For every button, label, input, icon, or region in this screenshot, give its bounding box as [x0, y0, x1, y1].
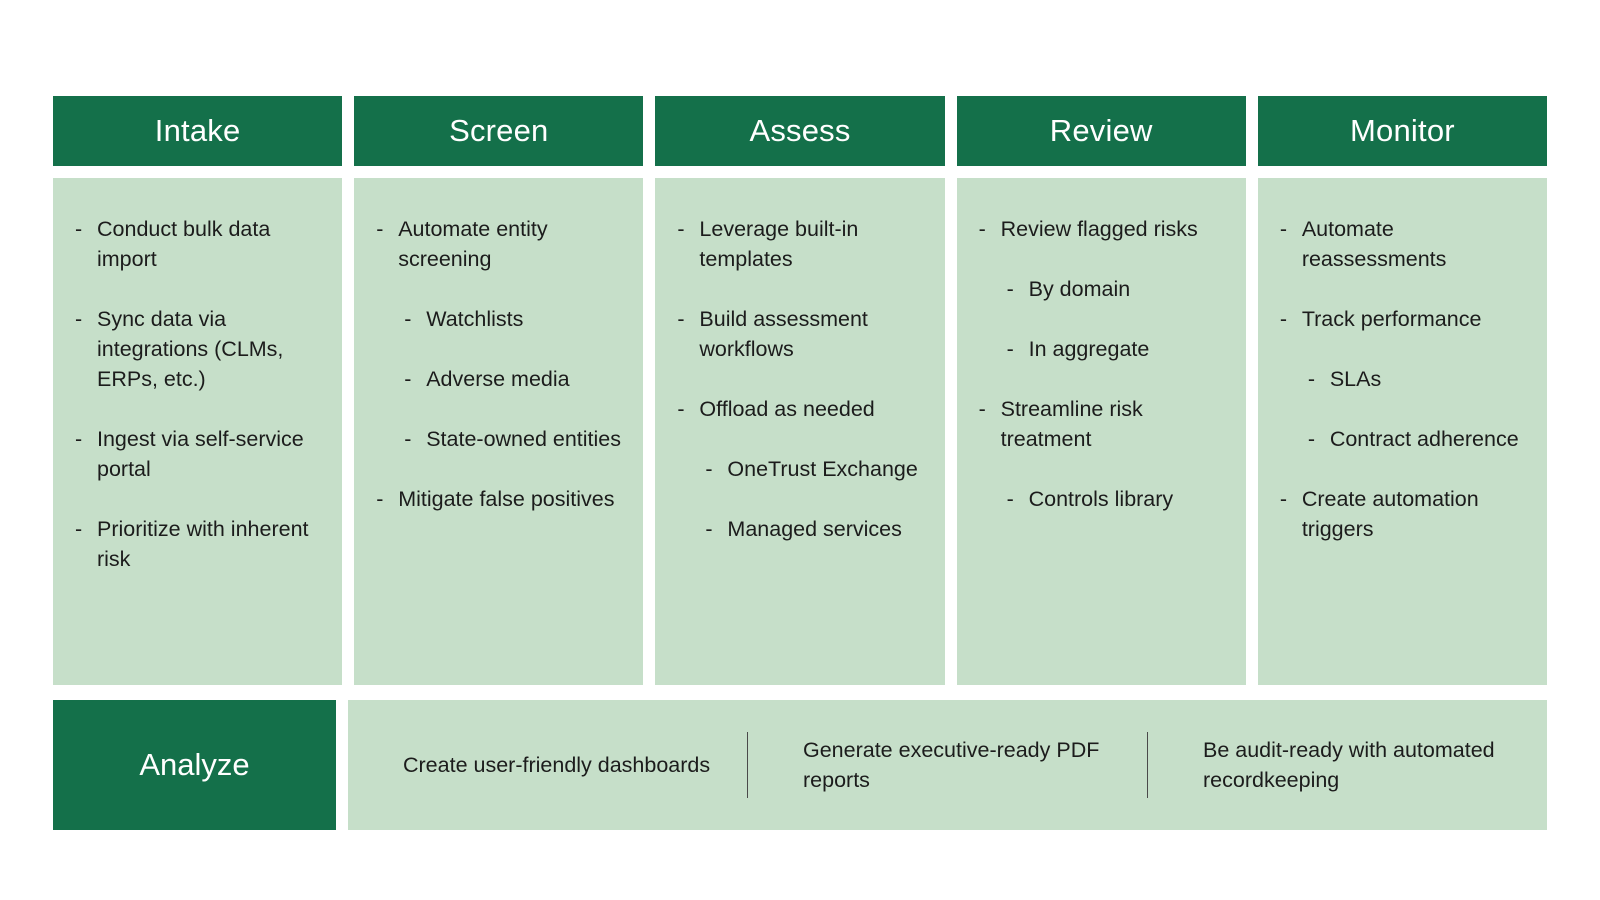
- sub-bullet-item: Controls library: [1001, 484, 1230, 514]
- bullet-text: Sync data via integrations (CLMs, ERPs, …: [97, 307, 284, 391]
- bullet-item: Leverage built-in templates: [671, 214, 928, 274]
- sub-bullet-text: Controls library: [1028, 487, 1174, 511]
- bullet-item: Automate entity screeningWatchlistsAdver…: [370, 214, 627, 454]
- sub-bullet-item: OneTrust Exchange: [699, 454, 928, 484]
- bullet-item: Build assessment workflows: [671, 304, 928, 364]
- bullet-text: Prioritize with inherent risk: [97, 517, 309, 571]
- bullet-text: Build assessment workflows: [699, 307, 868, 361]
- stage-title: Intake: [154, 113, 241, 148]
- bullet-list: Automate reassessmentsTrack performanceS…: [1274, 214, 1531, 544]
- analyze-divider: [1147, 732, 1148, 798]
- bullet-text: Ingest via self-service portal: [97, 427, 304, 481]
- sub-bullet-item: By domain: [1001, 274, 1230, 304]
- bullet-item: Automate reassessments: [1274, 214, 1531, 274]
- stage-column-review: ReviewReview flagged risks By domain In ag…: [956, 96, 1246, 685]
- bullet-item: Review flagged risks By domain In aggregat…: [973, 214, 1230, 364]
- analyze-row: Analyze Create user-friendly dashboards G…: [53, 700, 1547, 830]
- stage-body-assess: Leverage built-in templatesBuild assessm…: [655, 178, 945, 685]
- stage-columns-row: IntakeConduct bulk data importSync data …: [53, 96, 1548, 685]
- stage-title: Screen: [449, 113, 549, 148]
- analyze-item-text: Create user-friendly dashboards: [403, 753, 711, 777]
- stage-column-screen: ScreenAutomate entity screeningWatchlist…: [354, 96, 644, 685]
- stage-body-monitor: Automate reassessmentsTrack performanceS…: [1257, 178, 1548, 685]
- analyze-label-cell: Analyze: [53, 700, 336, 830]
- stage-column-monitor: MonitorAutomate reassessmentsTrack perfo…: [1257, 96, 1548, 685]
- analyze-item: Generate executive-ready PDF reports: [748, 735, 1147, 795]
- sub-bullet-item: Contract adherence: [1302, 424, 1531, 454]
- bullet-item: Conduct bulk data import: [69, 214, 326, 274]
- analyze-item: Create user-friendly dashboards: [348, 750, 747, 780]
- stage-column-intake: IntakeConduct bulk data importSync data …: [53, 96, 343, 685]
- sub-bullet-text: State-owned entities: [426, 427, 622, 451]
- stage-header-monitor[interactable]: Monitor: [1257, 96, 1548, 166]
- analyze-items-panel: Create user-friendly dashboards Generate …: [348, 700, 1547, 830]
- analyze-item-text: Generate executive-ready PDF reports: [803, 738, 1100, 792]
- bullet-list: Review flagged risks By domain In aggregat…: [973, 214, 1230, 514]
- sub-bullet-item: State-owned entities: [398, 424, 627, 454]
- sub-bullet-text: Watchlists: [426, 307, 524, 331]
- sub-bullet-text: In aggregate: [1028, 337, 1150, 361]
- sub-bullet-text: Managed services: [727, 517, 902, 541]
- sub-bullet-item: Adverse media: [398, 364, 627, 394]
- sub-bullet-list: SLAsContract adherence: [1302, 364, 1531, 454]
- stage-header-screen[interactable]: Screen: [354, 96, 644, 166]
- stage-body-review: Review flagged risks By domain In aggregat…: [956, 178, 1246, 685]
- stage-body-intake: Conduct bulk data importSync data via in…: [53, 178, 343, 685]
- bullet-list: Conduct bulk data importSync data via in…: [69, 214, 326, 574]
- sub-bullet-item: SLAs: [1302, 364, 1531, 394]
- bullet-text: Conduct bulk data import: [97, 217, 271, 271]
- analyze-divider: [747, 732, 748, 798]
- bullet-item: Sync data via integrations (CLMs, ERPs, …: [69, 304, 326, 394]
- stage-title: Monitor: [1350, 113, 1455, 148]
- bullet-text: Automate reassessments: [1301, 217, 1447, 271]
- bullet-item: Ingest via self-service portal: [69, 424, 326, 484]
- sub-bullet-list: WatchlistsAdverse mediaState-owned entit…: [398, 304, 627, 454]
- analyze-item-text: Be audit-ready with automated recordkeep…: [1203, 738, 1495, 792]
- stage-header-assess[interactable]: Assess: [655, 96, 945, 166]
- bullet-text: Offload as needed: [699, 397, 875, 421]
- stage-column-assess: AssessLeverage built-in templatesBuild a…: [655, 96, 945, 685]
- stage-title: Review: [1049, 113, 1153, 148]
- analyze-item: Be audit-ready with automated recordkeep…: [1148, 735, 1547, 795]
- bullet-text: Review flagged risks: [1000, 217, 1198, 241]
- sub-bullet-text: Adverse media: [426, 367, 570, 391]
- bullet-text: Create automation triggers: [1301, 487, 1479, 541]
- bullet-item: Create automation triggers: [1274, 484, 1531, 544]
- bullet-text: Track performance: [1301, 307, 1482, 331]
- stage-title: Assess: [749, 113, 851, 148]
- stage-header-intake[interactable]: Intake: [53, 96, 343, 166]
- stage-header-review[interactable]: Review: [956, 96, 1246, 166]
- bullet-item: Offload as neededOneTrust ExchangeManage…: [671, 394, 928, 544]
- bullet-item: Track performanceSLAsContract adherence: [1274, 304, 1531, 454]
- sub-bullet-item: Watchlists: [398, 304, 627, 334]
- bullet-item: Mitigate false positives: [370, 484, 627, 514]
- sub-bullet-text: OneTrust Exchange: [727, 457, 918, 481]
- bullet-item: Streamline risk treatmentControls librar…: [973, 394, 1230, 514]
- sub-bullet-text: SLAs: [1329, 367, 1382, 391]
- sub-bullet-list: Controls library: [1001, 484, 1230, 514]
- stage-body-screen: Automate entity screeningWatchlistsAdver…: [354, 178, 644, 685]
- sub-bullet-list: By domain In aggregate: [1001, 274, 1230, 364]
- bullet-text: Streamline risk treatment: [1000, 397, 1143, 451]
- sub-bullet-text: Contract adherence: [1329, 427, 1519, 451]
- bullet-list: Automate entity screeningWatchlistsAdver…: [370, 214, 627, 514]
- bullet-item: Prioritize with inherent risk: [69, 514, 326, 574]
- sub-bullet-item: Managed services: [699, 514, 928, 544]
- bullet-text: Mitigate false positives: [398, 487, 615, 511]
- analyze-label-text: Analyze: [139, 747, 250, 782]
- bullet-text: Automate entity screening: [398, 217, 548, 271]
- bullet-text: Leverage built-in templates: [699, 217, 859, 271]
- sub-bullet-item: In aggregate: [1001, 334, 1230, 364]
- sub-bullet-text: By domain: [1028, 277, 1131, 301]
- sub-bullet-list: OneTrust ExchangeManaged services: [699, 454, 928, 544]
- bullet-list: Leverage built-in templatesBuild assessm…: [671, 214, 928, 544]
